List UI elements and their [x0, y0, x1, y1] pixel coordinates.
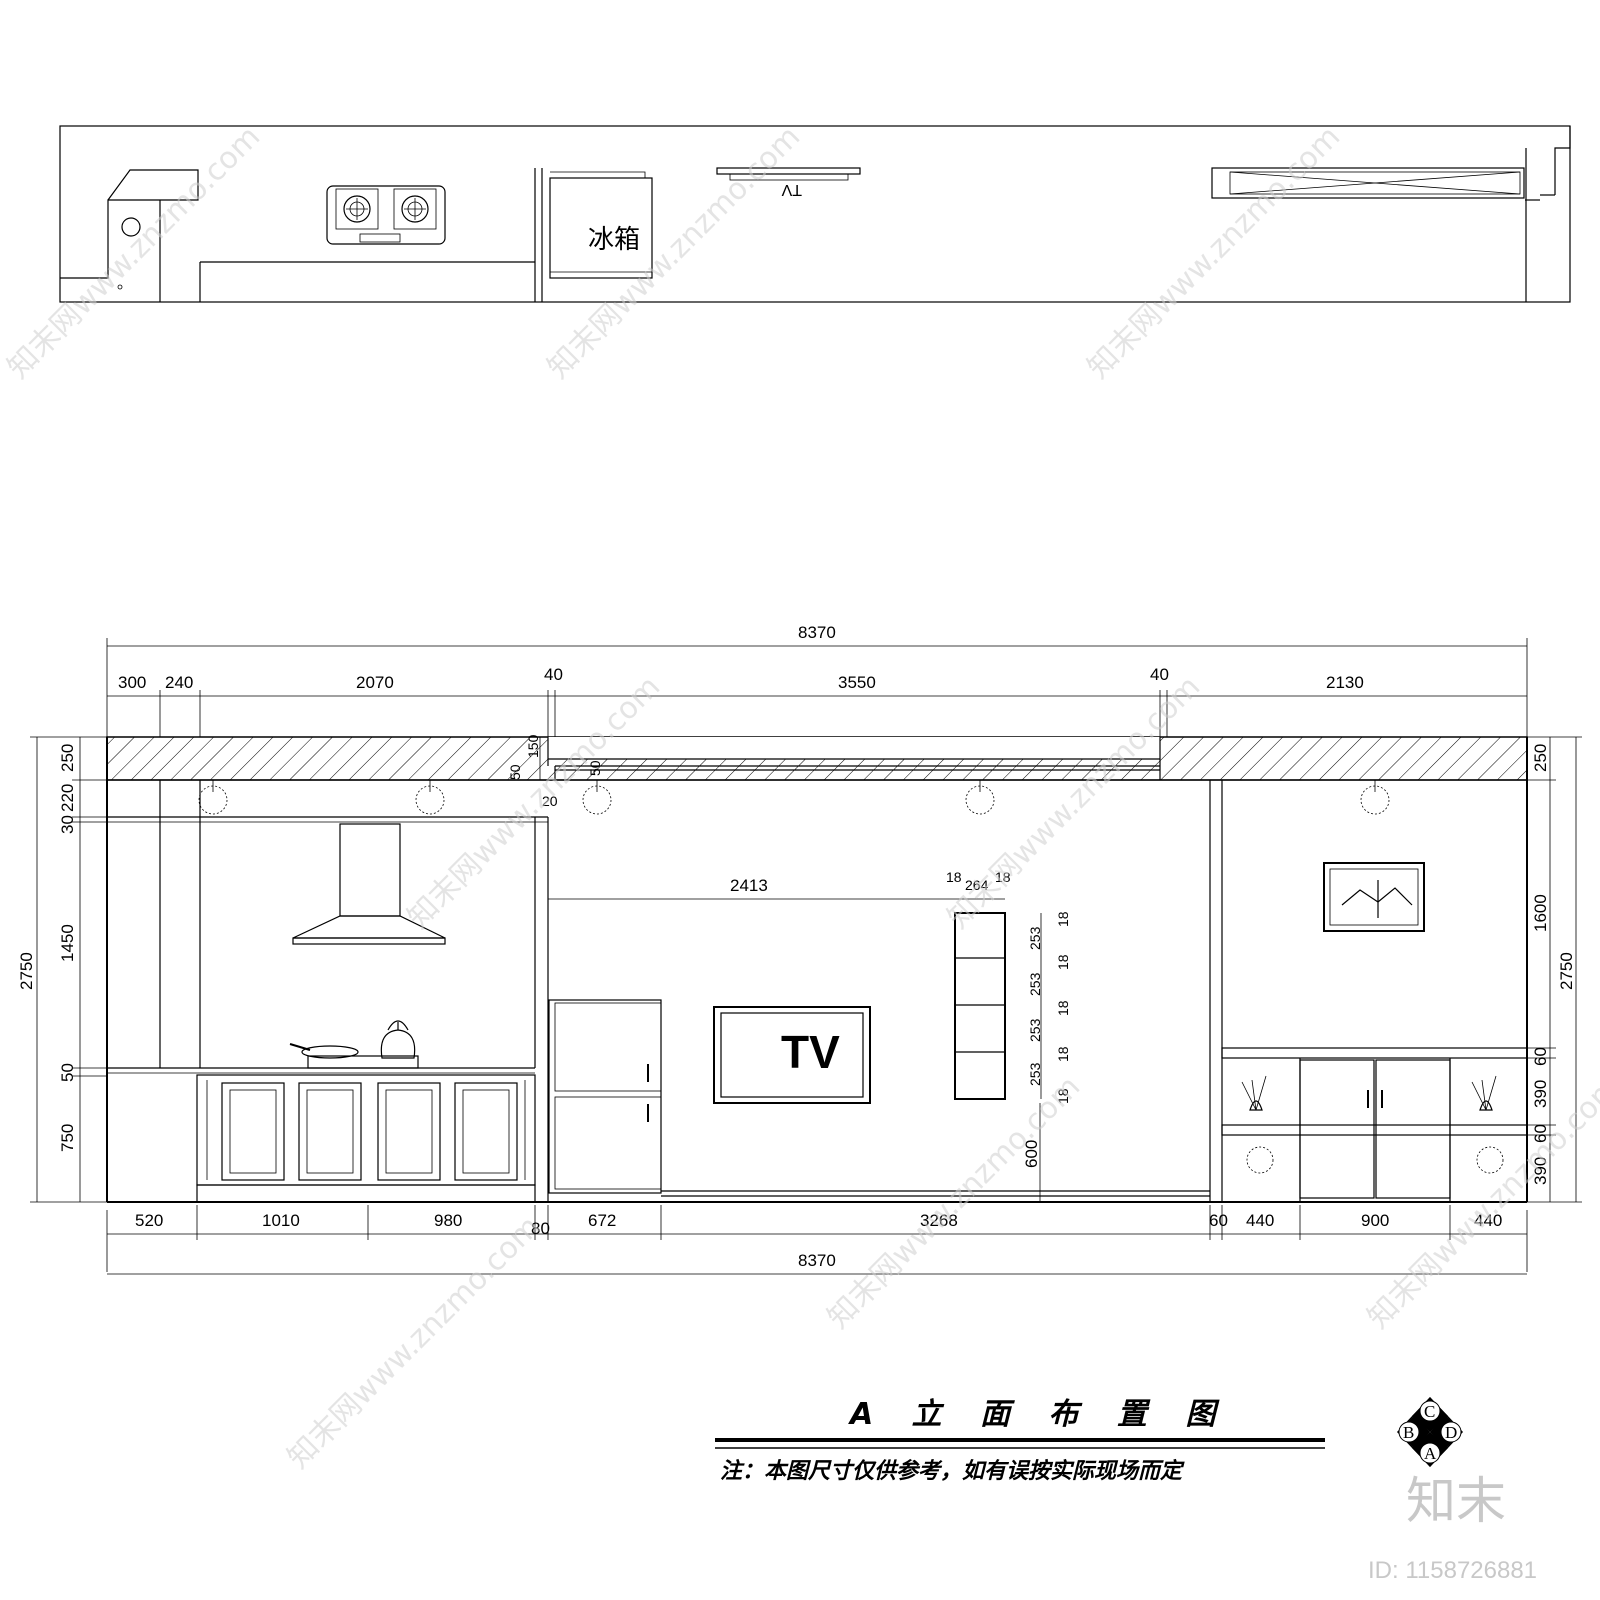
dim-bot-80: 80	[531, 1219, 550, 1238]
dim-bot-440b: 440	[1474, 1211, 1502, 1230]
dim-shelf-h18c: 18	[1055, 1000, 1071, 1016]
watermark: 知末网www.znzmo.com	[1, 119, 267, 385]
dim-right-390b: 390	[1531, 1157, 1550, 1185]
watermark: 知末网www.znzmo.com	[281, 1209, 547, 1475]
dim-bot-672: 672	[588, 1211, 616, 1230]
fridge-plan	[549, 177, 653, 279]
dim-right-1600: 1600	[1531, 894, 1550, 932]
dim-shelf-h18e: 18	[1055, 1088, 1071, 1104]
dim-shelf-h253d: 253	[1027, 1062, 1043, 1086]
dim-shelf-h253c: 253	[1027, 1018, 1043, 1042]
dim-top-2130: 2130	[1326, 673, 1364, 692]
dim-left-30: 30	[58, 815, 77, 834]
tv-screen	[713, 1006, 871, 1104]
tv-plan-label: TV	[781, 181, 802, 198]
compass-symbol: C B D A	[1396, 1396, 1464, 1468]
dim-ceil-20: 20	[542, 793, 558, 809]
plan-view: 冰箱 TV	[59, 125, 1571, 303]
dim-bot-520: 520	[135, 1211, 163, 1230]
dim-right-total: 2750	[1557, 952, 1576, 990]
dim-top-total: 8370	[798, 623, 836, 642]
dim-shelf-h18d: 18	[1055, 1046, 1071, 1062]
compass-d: D	[1445, 1423, 1457, 1442]
dim-bot-440a: 440	[1246, 1211, 1274, 1230]
vase-left	[1241, 1075, 1267, 1111]
image-id: ID: 1158726881	[1368, 1557, 1537, 1584]
dim-top-300: 300	[118, 673, 146, 692]
dim-right-390a: 390	[1531, 1080, 1550, 1108]
watermark: 知末网www.znzmo.com	[401, 669, 667, 935]
dim-bot-1010: 1010	[262, 1211, 300, 1230]
drawing-title: A 立 面 布 置 图	[848, 1397, 1229, 1432]
elevation-view: TV	[106, 736, 1528, 1203]
dim-left-1450: 1450	[58, 924, 77, 962]
dim-tv-width: 2413	[730, 876, 768, 895]
dim-top-40a: 40	[544, 665, 563, 684]
dim-top-40b: 40	[1150, 665, 1169, 684]
dim-left-total: 2750	[17, 952, 36, 990]
cooktop	[307, 1055, 419, 1069]
dim-shelf-h253a: 253	[1027, 926, 1043, 950]
dim-tv-height: 600	[1022, 1140, 1041, 1168]
dim-top-240: 240	[165, 673, 193, 692]
dim-ceil-50a: 50	[507, 764, 523, 780]
watermark: 知末网www.znzmo.com	[1081, 119, 1347, 385]
dim-top-3550: 3550	[838, 673, 876, 692]
dim-right-60a: 60	[1531, 1047, 1550, 1066]
base-cabinet	[196, 1074, 536, 1186]
compass-b: B	[1403, 1423, 1414, 1442]
brand-logo: 知末	[1406, 1472, 1506, 1530]
range-hood-plan	[60, 169, 199, 279]
dim-left-250: 250	[58, 744, 77, 772]
dim-bot-980: 980	[434, 1211, 462, 1230]
dim-left-220: 220	[58, 784, 77, 812]
compass-c: C	[1424, 1402, 1435, 1421]
dim-shelf-264: 264	[965, 877, 989, 893]
cabinet-plan	[1211, 167, 1525, 199]
watermark: 知末网www.znzmo.com	[541, 119, 807, 385]
compass-a: A	[1424, 1444, 1437, 1463]
dim-shelf-h253b: 253	[1027, 972, 1043, 996]
fridge-elevation	[548, 999, 662, 1194]
dim-shelf-18a: 18	[946, 869, 962, 885]
dim-top-2070: 2070	[356, 673, 394, 692]
title-block: A 立 面 布 置 图 注：本图尺寸仅供参考，如有误按实际现场而定	[715, 1397, 1325, 1484]
dim-left-50: 50	[58, 1063, 77, 1082]
watermarks: 知末网www.znzmo.com 知末网www.znzmo.com 知末网www…	[1, 119, 1600, 1475]
dim-bot-900: 900	[1361, 1211, 1389, 1230]
vase-right	[1471, 1075, 1497, 1111]
dimensions: 8370 300 240 2070 40 3550 40 2130 520 10…	[17, 623, 1582, 1275]
dim-bot-total: 8370	[798, 1251, 836, 1270]
tv-label: TV	[781, 1026, 840, 1078]
fridge-label: 冰箱	[588, 224, 640, 254]
dim-bot-60: 60	[1209, 1211, 1228, 1230]
plan-outline	[59, 125, 1571, 303]
dim-left-750: 750	[58, 1124, 77, 1152]
dim-shelf-18b: 18	[995, 869, 1011, 885]
drawing-note: 注：本图尺寸仅供参考，如有误按实际现场而定	[720, 1458, 1185, 1484]
pendant-lamps	[198, 780, 1504, 1174]
cabinet-door-right	[1375, 1059, 1451, 1199]
watermark: 知末网www.znzmo.com	[941, 669, 1207, 935]
range-hood	[339, 823, 401, 917]
stove-plan	[326, 185, 446, 245]
dim-ceil-50b: 50	[587, 760, 603, 776]
dim-bot-3268: 3268	[920, 1211, 958, 1230]
dim-shelf-h18b: 18	[1055, 954, 1071, 970]
cabinet-door-left	[1299, 1059, 1375, 1199]
sink-plan	[121, 217, 141, 237]
dim-shelf-h18a: 18	[1055, 911, 1071, 927]
wall-shelf	[954, 912, 1006, 1100]
kettle	[380, 1029, 416, 1059]
dim-right-60b: 60	[1531, 1124, 1550, 1143]
wall-painting	[1323, 862, 1425, 932]
dim-right-250: 250	[1531, 744, 1550, 772]
dim-ceil-150: 150	[525, 734, 541, 758]
